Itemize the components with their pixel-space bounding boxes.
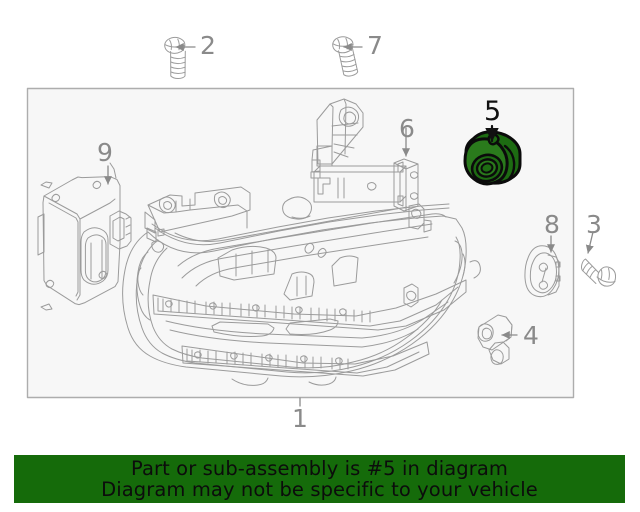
callout-label-3: 3 <box>586 210 602 239</box>
part-bulb-access-cap-5-highlight <box>463 130 522 186</box>
banner-line-disclaimer: Diagram may not be specific to your vehi… <box>101 478 538 501</box>
part-control-module-9 <box>37 162 132 311</box>
part-service-cover-8 <box>524 245 561 298</box>
part-bolt-2 <box>164 36 186 80</box>
leader-3 <box>585 231 594 254</box>
part-adjuster-bracket-6 <box>310 98 419 212</box>
callout-label-6: 6 <box>399 114 415 143</box>
callout-label-8: 8 <box>544 210 560 239</box>
callout-label-5: 5 <box>484 96 502 127</box>
part-headlamp-assembly-1 <box>122 186 481 386</box>
callout-label-2: 2 <box>200 31 216 60</box>
callout-label-4: 4 <box>523 321 539 350</box>
callout-label-1: 1 <box>292 404 308 433</box>
part-bolt-7 <box>332 36 359 77</box>
callout-label-9: 9 <box>97 138 113 167</box>
part-bulb-socket-4 <box>477 314 513 365</box>
part-bolt-3 <box>580 258 617 287</box>
banner-line-part-number: Part or sub-assembly is #5 in diagram <box>130 456 509 480</box>
diagram-note-banner: Part or sub-assembly is #5 in diagram Di… <box>14 455 625 503</box>
callout-label-7: 7 <box>367 31 383 60</box>
